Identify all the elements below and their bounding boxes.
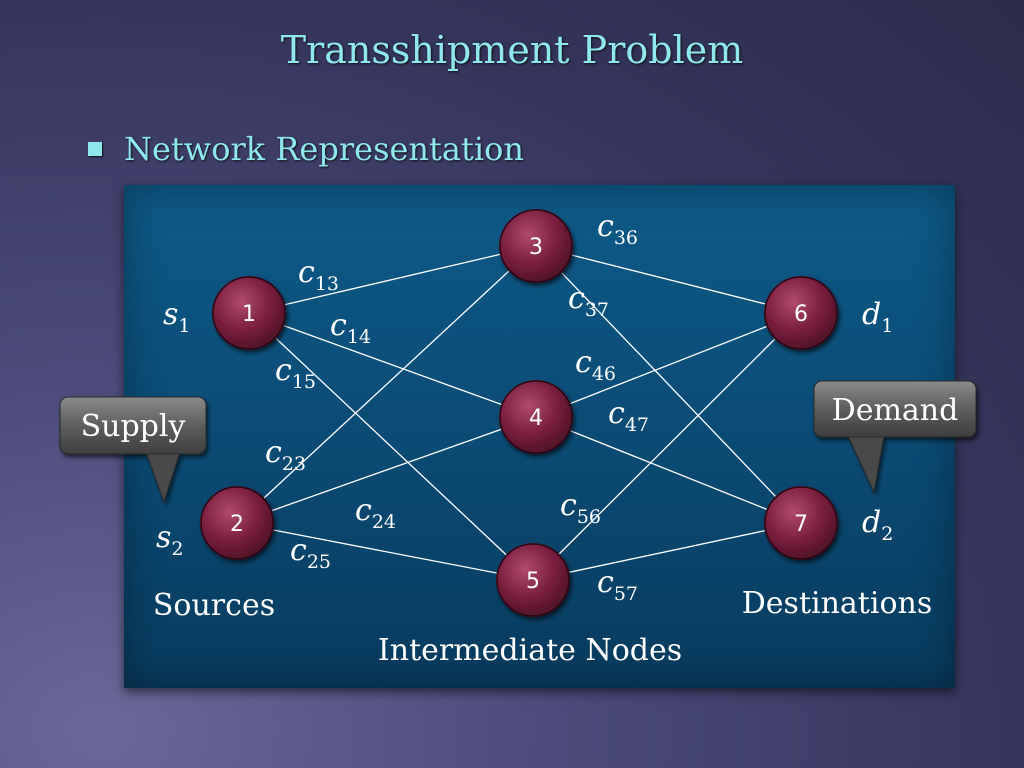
node-label-3: 3 [529,235,543,260]
node-label-6: 6 [794,302,808,327]
node-label-7: 7 [794,512,808,537]
node-4: 4 [499,380,573,454]
node-circle-2 [200,486,274,560]
cost-label-37: c37 [568,281,609,321]
node-3: 3 [499,209,573,283]
edge-1-4 [283,324,502,406]
edge-2-4 [271,428,502,512]
supply-label-2: s2 [156,520,184,560]
edge-3-7 [561,272,776,497]
edge-5-7 [569,530,765,573]
group-label-intermediate: Intermediate Nodes [378,633,682,668]
cost-label-47: c47 [608,396,649,436]
cost-label-23: c23 [265,435,306,475]
node-label-1: 1 [242,302,256,327]
group-label-sources: Sources [153,588,275,623]
cost-label-36: c36 [597,209,638,249]
edge-4-7 [570,430,767,510]
edge-2-5 [273,529,497,574]
node-2: 2 [200,486,274,560]
cost-label-46: c46 [575,345,616,385]
group-label-destinations: Destinations [742,586,933,621]
nodes-layer: 1 2 3 4 5 6 7 [200,209,838,617]
cost-label-13: c13 [298,255,339,295]
edge-1-3 [284,253,501,306]
edge-3-6 [571,254,766,305]
node-label-4: 4 [529,406,543,431]
demand-callout: Demand [813,380,977,494]
cost-label-25: c25 [290,533,331,573]
node-circle-1 [212,276,286,350]
node-5: 5 [496,543,570,617]
node-circle-4 [499,380,573,454]
callouts-layer: Supply Demand [59,380,977,504]
node-6: 6 [764,276,838,350]
supply-callout-text: Supply [81,409,186,444]
node-7: 7 [764,486,838,560]
cost-label-56: c56 [560,488,601,528]
edges-layer [263,253,776,574]
bullet-item: Network Representation [88,130,524,168]
cost-label-15: c15 [275,353,316,393]
labels-layer: c13 c14 c15 c23 c24 c25 c36 c37 c46 c47 c56 c57 s1 s2… [153,209,932,668]
node-circle-3 [499,209,573,283]
demand-label-6: d1 [862,297,893,337]
edge-1-5 [275,337,507,556]
supply-callout: Supply [59,396,207,504]
edge-2-3 [263,270,510,499]
demand-label-7: d2 [862,505,893,545]
node-circle-6 [764,276,838,350]
node-label-2: 2 [230,512,244,537]
supply-label-1: s1 [163,297,191,337]
node-circle-5 [496,543,570,617]
slide-title: Transshipment Problem [280,28,744,72]
bullet-square-icon [88,142,102,156]
cost-label-14: c14 [330,308,371,348]
node-label-5: 5 [526,569,540,594]
edge-5-6 [558,338,776,555]
node-circle-7 [764,486,838,560]
node-1: 1 [212,276,286,350]
bullet-text: Network Representation [124,130,524,168]
edge-4-6 [570,325,767,405]
cost-label-24: c24 [355,493,396,533]
cost-label-57: c57 [597,565,638,605]
demand-callout-text: Demand [832,393,959,428]
